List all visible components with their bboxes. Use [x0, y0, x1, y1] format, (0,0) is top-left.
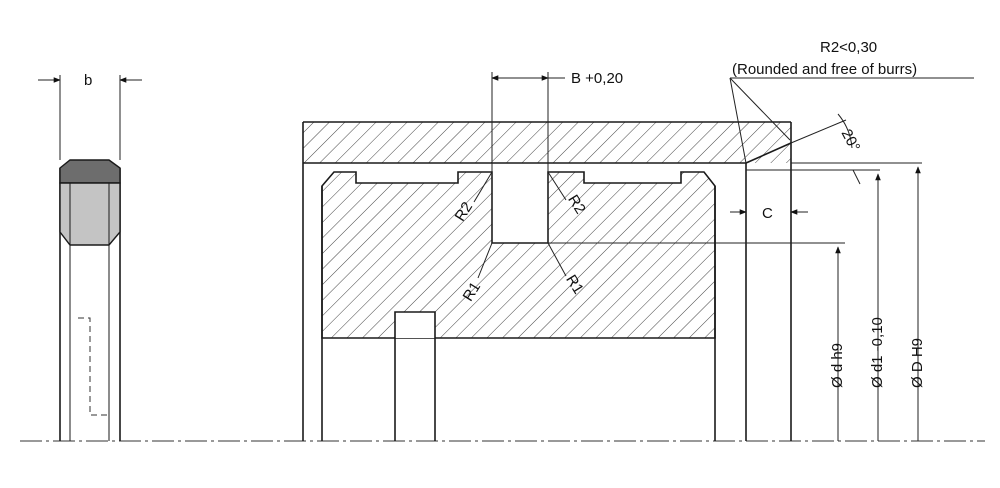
dim-dia-d1: Ø d1 -0,10	[852, 169, 886, 441]
dim-C-label: C	[762, 205, 773, 222]
note-R2-value: R2<0,30	[820, 39, 877, 56]
dim-b-label: b	[84, 72, 92, 89]
dim-dia-d: Ø d h9	[829, 246, 846, 441]
seal-cap	[59, 159, 121, 184]
dia-d-label: Ø d h9	[829, 343, 846, 388]
extension-lines	[548, 162, 922, 244]
angle-20: 20°	[790, 113, 864, 154]
piston	[321, 171, 716, 441]
seal-section	[59, 159, 121, 441]
dim-C: C	[730, 205, 808, 222]
dim-b: b	[38, 72, 142, 160]
housing	[302, 121, 792, 441]
note-R2-detail: (Rounded and free of burrs)	[732, 61, 917, 78]
seal-body	[59, 182, 121, 246]
note-R2: R2<0,30 (Rounded and free of burrs)	[729, 39, 974, 164]
dim-B: B +0,20	[491, 70, 623, 243]
dim-dia-D: Ø D H9	[909, 166, 926, 441]
dim-B-label: B +0,20	[571, 70, 623, 87]
angle-label: 20°	[838, 126, 864, 154]
dia-d1-label: Ø d1 -0,10	[869, 317, 886, 388]
dia-D-label: Ø D H9	[909, 338, 926, 388]
